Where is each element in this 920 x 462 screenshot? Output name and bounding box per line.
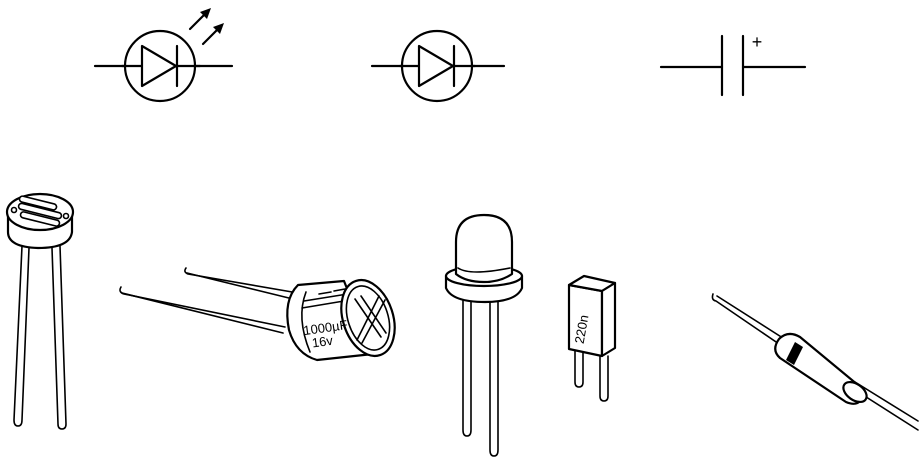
capacitor-sleeve-stripes [318,288,346,295]
led-symbol [93,8,234,103]
ceramic-capacitor-component: 220n [567,274,617,402]
diode-symbol [370,29,506,103]
light-emission-arrows [188,8,224,46]
led-component [444,213,524,457]
electrolytic-capacitor-component: 1000µF 16v [119,267,396,362]
polarized-capacitor-symbol: + [659,32,807,97]
capacitance-label: 1000µF [302,317,348,338]
capacitor-value-label: 220n [572,314,592,345]
photoresistor-component [5,192,75,430]
diode-component [711,293,919,431]
cathode-band [786,342,803,365]
voltage-rating-label: 16v [311,333,334,351]
safety-vent-cross [354,295,387,344]
polarity-plus-sign: + [752,32,763,52]
light-sensitive-track [10,195,70,227]
